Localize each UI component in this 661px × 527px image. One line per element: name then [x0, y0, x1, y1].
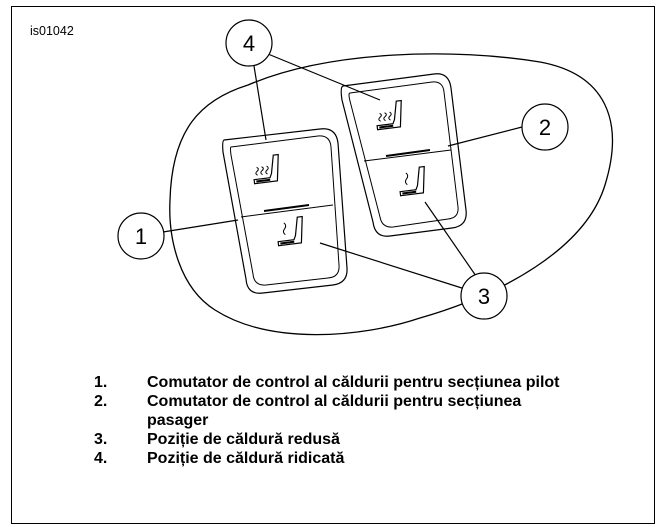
legend-item-number: 3. — [94, 431, 108, 448]
legend-item-text: Poziție de căldură ridicată — [147, 450, 345, 467]
legend-item-text: Comutator de control al căldurii pentru … — [147, 374, 560, 391]
pilot-high-heat-icon — [253, 153, 279, 185]
legend-item-number: 1. — [94, 374, 108, 391]
callout-2-label: 2 — [539, 115, 551, 140]
callout-3-label: 3 — [478, 284, 490, 309]
legend-item: 4. Poziție de căldură ridicată — [94, 449, 564, 468]
pilot-low-heat-icon — [277, 215, 303, 247]
passenger-high-heat-icon — [376, 99, 402, 131]
callout-4-label: 4 — [243, 31, 255, 56]
switch-panel-outline — [169, 53, 613, 336]
callout-3: 3 — [460, 272, 508, 320]
callout-1-label: 1 — [135, 224, 147, 249]
legend-item: 2. Comutator de control al căldurii pentr… — [94, 392, 564, 430]
leader-lines — [162, 53, 523, 290]
legend-item-text: Poziție de căldură redusă — [147, 431, 340, 448]
callout-1: 1 — [117, 212, 165, 260]
legend-item: 1. Comutator de control al căldurii pentr… — [94, 373, 564, 392]
legend-item: 3. Poziție de căldură redusă — [94, 430, 564, 449]
legend-item-text: Comutator de control al căldurii pentru … — [147, 393, 522, 429]
pilot-switch — [222, 128, 348, 294]
seat-heat-switch-diagram: 4 2 1 3 — [117, 19, 613, 336]
legend-item-number: 4. — [94, 450, 108, 467]
passenger-low-heat-icon — [399, 165, 425, 197]
legend-list: 1. Comutator de control al căldurii pentr… — [94, 373, 564, 468]
callout-2: 2 — [521, 103, 569, 151]
callout-4: 4 — [225, 19, 273, 67]
figure-id: is01042 — [30, 24, 74, 38]
figure-frame — [11, 6, 655, 524]
passenger-switch — [340, 73, 467, 237]
legend-item-number: 2. — [94, 393, 108, 410]
